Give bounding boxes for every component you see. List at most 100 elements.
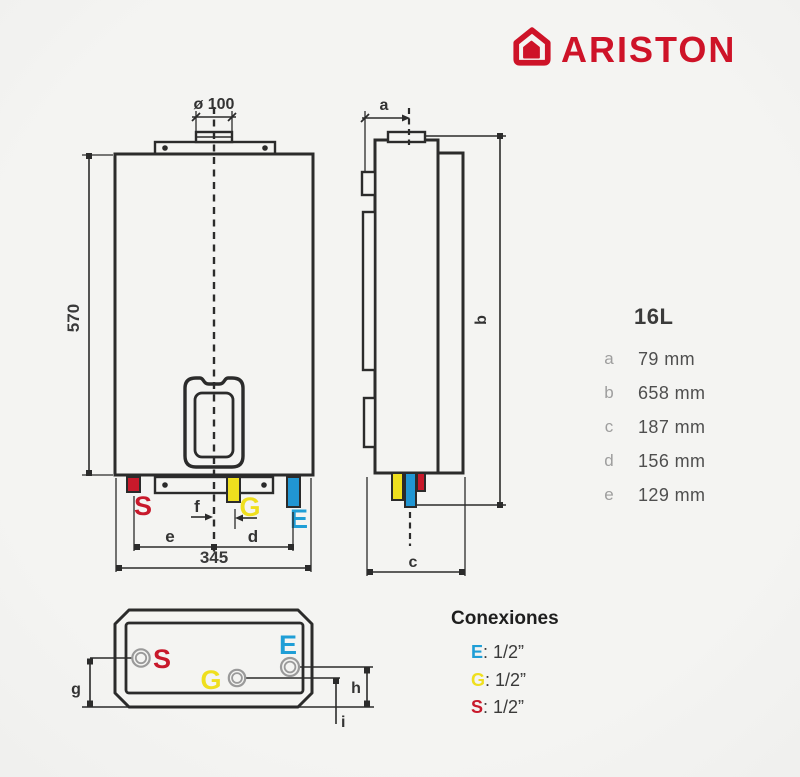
spec-value: 187 mm [638, 416, 706, 437]
side-bump-bottom [362, 396, 377, 449]
house-outline [513, 27, 551, 66]
ariston-house-icon [513, 27, 551, 66]
connections-legend: Conexiones E: 1/2” G: 1/2” S: 1/2” [440, 606, 630, 722]
table-row: d 156 mm [596, 444, 786, 478]
dim-arrow [402, 114, 410, 122]
legend-size: : 1/2” [483, 697, 525, 717]
front-conn-e-blue [286, 476, 301, 508]
side-flue-pipe [386, 130, 427, 144]
dim-arrow [497, 133, 503, 139]
dim-label-width: 345 [200, 548, 228, 567]
screw-hole-icon [262, 145, 268, 151]
dim-label-height: 570 [64, 304, 83, 332]
bottom-view: g h i S G E [71, 608, 374, 731]
front-label-g: G [239, 492, 260, 522]
legend-size: : 1/2” [485, 669, 527, 690]
legend-key-s: S [471, 697, 484, 717]
bottom-label-g: G [200, 665, 221, 695]
dim-arrow [459, 569, 465, 575]
model-name: 16L [634, 304, 674, 329]
front-body [113, 152, 315, 477]
dim-label-e: e [165, 527, 174, 546]
side-conn-red [416, 472, 426, 492]
spec-key: e [604, 485, 614, 504]
dim-label-flue: ø 100 [194, 96, 235, 113]
side-front-slab [373, 138, 440, 475]
spec-table: 16L a 79 mm b 658 mm c 187 mm d 156 mm e… [596, 303, 786, 512]
side-view: a b c [360, 97, 506, 576]
dim-arrow [497, 502, 503, 508]
legend-size: : 1/2” [483, 642, 525, 662]
dim-arrow [288, 544, 294, 550]
dim-arrow [211, 544, 217, 550]
table-row: a 79 mm [596, 342, 786, 376]
front-view: ø 100 570 S G E f e d 345 [64, 96, 315, 572]
bottom-label-s: S [153, 644, 171, 674]
spec-value: 79 mm [638, 348, 696, 369]
brand-wordmark: ARISTON [561, 29, 737, 70]
bottom-port-e-inner [283, 660, 297, 674]
spec-value: 129 mm [638, 484, 706, 505]
legend-key-e: E [471, 642, 484, 662]
table-row: e 129 mm [596, 478, 786, 512]
dim-arrow [86, 470, 92, 476]
table-row: b 658 mm [596, 376, 786, 410]
side-back-slab [436, 151, 465, 475]
dim-label-i: i [341, 714, 345, 731]
table-row: c 187 mm [596, 410, 786, 444]
side-conn-yellow [391, 472, 404, 501]
legend-items: E: 1/2” G: 1/2” S: 1/2” [471, 639, 630, 722]
dim-arrow [364, 700, 370, 707]
front-conn-g-yellow [226, 476, 241, 503]
dim-tick [360, 113, 370, 123]
dim-arrow [134, 544, 140, 550]
spec-rows: a 79 mm b 658 mm c 187 mm d 156 mm e 129… [596, 342, 786, 512]
dim-label-g: g [71, 681, 81, 698]
dim-label-c: c [409, 554, 418, 571]
bottom-port-e [279, 656, 301, 678]
spec-key: b [604, 383, 614, 402]
dim-arrow [305, 565, 311, 571]
front-window-outer [183, 376, 245, 469]
dim-label-b: b [473, 315, 490, 325]
dim-label-a: a [380, 97, 389, 114]
house-dot [523, 40, 540, 59]
dim-arrow [367, 569, 373, 575]
dim-arrow [86, 153, 92, 159]
side-bump-top [360, 170, 377, 197]
legend-title: Conexiones [451, 608, 559, 629]
front-label-e: E [290, 504, 308, 534]
bottom-port-g-inner [231, 672, 243, 684]
front-conn-s-red [126, 476, 141, 493]
spec-key: c [604, 417, 614, 436]
bottom-label-e: E [279, 630, 297, 660]
dim-tick [227, 112, 237, 122]
dim-label-f: f [194, 497, 200, 516]
bottom-port-s [131, 648, 151, 668]
screw-hole-icon [162, 482, 168, 488]
list-item: G: 1/2” [471, 667, 630, 695]
side-panel-strip [361, 210, 377, 372]
list-item: S: 1/2” [471, 694, 630, 722]
spec-value: 156 mm [638, 450, 706, 471]
list-item: E: 1/2” [471, 639, 630, 667]
front-label-s: S [134, 491, 152, 521]
screw-hole-icon [261, 482, 267, 488]
dim-label-h: h [351, 680, 361, 697]
dim-label-d: d [248, 527, 258, 546]
legend-key-g: G [471, 669, 486, 690]
bottom-port-s-inner [134, 651, 148, 665]
spec-key: d [604, 451, 614, 470]
dim-arrow [116, 565, 122, 571]
dim-arrow [87, 700, 93, 707]
dim-tick [191, 112, 201, 122]
dim-arrow [364, 667, 370, 674]
spec-key: a [604, 349, 614, 368]
dim-arrow [205, 513, 213, 521]
dim-arrow [87, 658, 93, 665]
spec-value: 658 mm [638, 382, 706, 403]
dim-arrow [235, 514, 243, 522]
screw-hole-icon [162, 145, 168, 151]
side-conn-blue [404, 472, 417, 508]
